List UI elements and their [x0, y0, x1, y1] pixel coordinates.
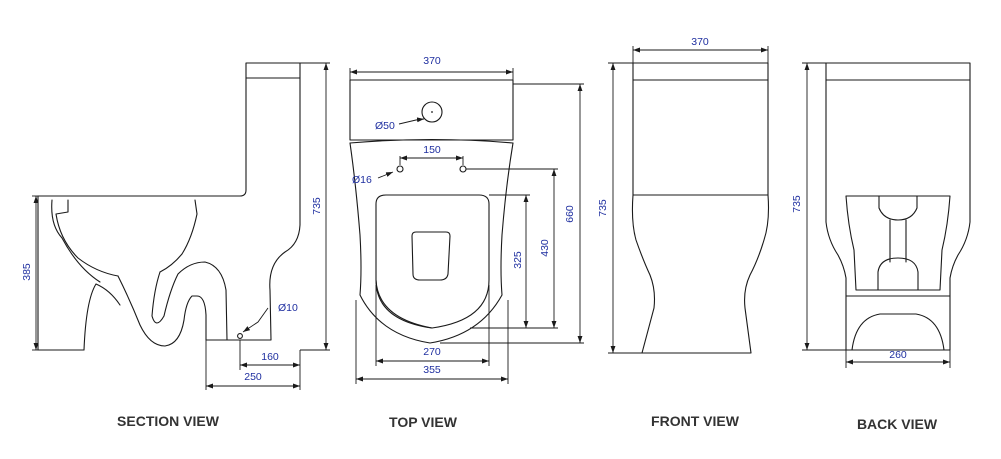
section-bowl-curve	[117, 275, 198, 347]
back-arch	[851, 313, 945, 351]
top-tank	[349, 79, 514, 141]
top-dim-370: 370	[423, 55, 441, 67]
front-dim-735: 735	[597, 199, 609, 217]
top-dim-325: 325	[512, 251, 524, 269]
top-hole-right	[459, 165, 467, 173]
back-dim-260: 260	[889, 349, 907, 361]
top-dim-430: 430	[539, 239, 551, 257]
section-dim-385: 385	[21, 263, 33, 281]
back-body	[825, 79, 971, 351]
section-tank-lid	[245, 62, 301, 79]
top-seat	[375, 194, 490, 329]
section-outlet-leader	[242, 307, 269, 333]
top-body	[349, 142, 514, 344]
back-tank-lid	[825, 62, 971, 81]
top-body-rim	[349, 138, 514, 144]
section-foot	[83, 283, 121, 351]
front-tank-lid	[632, 62, 769, 81]
back-view-label: BACK VIEW	[857, 416, 938, 432]
top-hole-left	[396, 165, 404, 173]
back-view: 735 260 BACK VIEW	[791, 62, 971, 432]
back-tank-outlet	[878, 195, 918, 221]
top-dim-hole: Ø16	[352, 174, 372, 186]
section-dim-160: 160	[261, 351, 279, 363]
section-rim-inner	[55, 199, 119, 277]
top-seat-inner	[375, 279, 433, 329]
top-dim-150: 150	[423, 144, 441, 156]
section-front-profile	[37, 77, 247, 351]
front-view: 370 735 FRONT VIEW	[597, 36, 770, 429]
top-bowl-opening	[411, 231, 451, 281]
section-dim-250: 250	[244, 371, 262, 383]
section-outlet-point	[237, 333, 243, 339]
section-outlet-inner	[196, 295, 207, 341]
top-inlet	[421, 101, 443, 123]
top-dim-660: 660	[564, 205, 576, 223]
section-dim-735: 735	[311, 197, 323, 215]
section-view: 735 385 Ø10 160 250 SECTION VIEW	[21, 62, 330, 429]
top-view-label: TOP VIEW	[389, 414, 458, 430]
section-view-label: SECTION VIEW	[117, 413, 220, 429]
back-pipe	[889, 219, 907, 263]
back-dim-735: 735	[791, 195, 803, 213]
back-recess	[845, 195, 951, 291]
front-tank	[632, 79, 769, 196]
top-dim-inlet: Ø50	[375, 120, 395, 132]
front-dim-370: 370	[691, 36, 709, 48]
front-body	[631, 194, 770, 354]
section-bowl-back	[159, 199, 198, 273]
section-rim-outer	[51, 199, 101, 283]
top-dim-270: 270	[423, 346, 441, 358]
section-dim-outlet: Ø10	[278, 302, 298, 314]
back-trap	[877, 257, 919, 291]
section-rear-profile	[226, 77, 301, 341]
top-view: Ø50 Ø16 150 370 325 430	[349, 55, 584, 430]
section-trapway	[151, 261, 228, 341]
top-dim-355: 355	[423, 364, 441, 376]
front-view-label: FRONT VIEW	[651, 413, 740, 429]
